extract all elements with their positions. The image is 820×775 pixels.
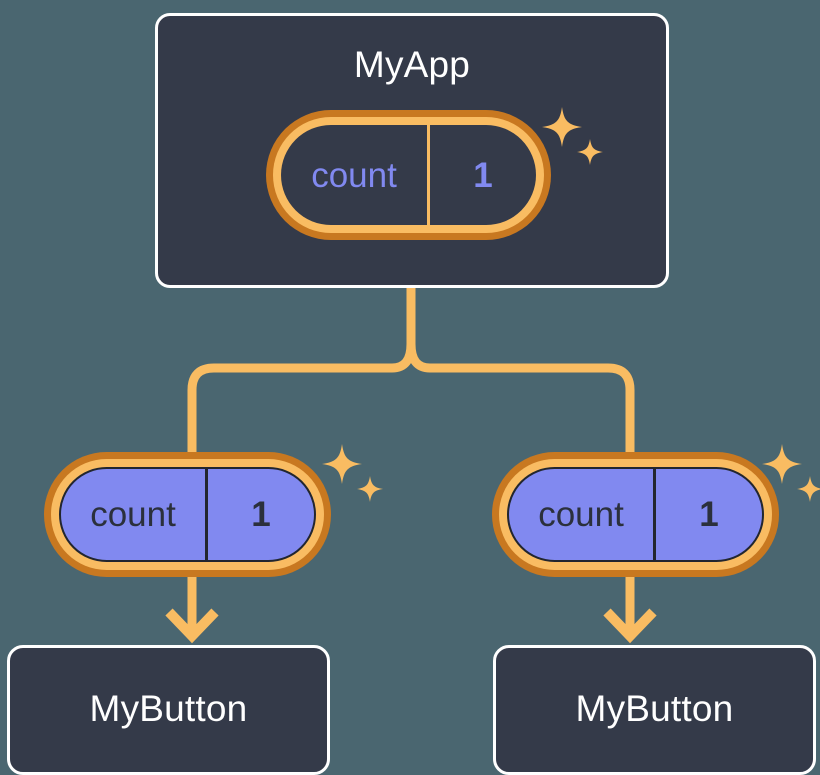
state-pill-child-0-core: count 1 <box>59 467 316 562</box>
state-value-child-0: 1 <box>251 495 271 534</box>
arrow-down-icon-left <box>165 608 219 644</box>
state-value-root: 1 <box>473 155 493 195</box>
state-key-child-0: count <box>61 469 208 560</box>
state-key-child-1: count <box>509 469 656 560</box>
component-card-mybutton-0[interactable]: MyButton <box>7 645 330 775</box>
component-title-myapp: MyApp <box>353 44 471 85</box>
state-pill-root-ring: count 1 <box>273 117 544 233</box>
branch-connector-right <box>406 343 635 470</box>
state-pill-child-0-ring: count 1 <box>51 459 324 570</box>
state-pill-root-core: count 1 <box>281 125 536 225</box>
state-key-root: count <box>281 125 430 225</box>
component-title-mybutton-1: MyButton <box>575 687 734 729</box>
state-pill-child-1[interactable]: count 1 <box>492 452 779 577</box>
arrow-down-icon-right <box>603 608 657 644</box>
state-value-child-1: 1 <box>699 495 719 534</box>
state-pill-root[interactable]: count 1 <box>266 110 551 240</box>
component-card-mybutton-1[interactable]: MyButton <box>493 645 816 775</box>
state-pill-child-0[interactable]: count 1 <box>44 452 331 577</box>
state-pill-child-1-ring: count 1 <box>499 459 772 570</box>
component-title-mybutton-0: MyButton <box>89 687 248 729</box>
state-pill-child-1-core: count 1 <box>507 467 764 562</box>
